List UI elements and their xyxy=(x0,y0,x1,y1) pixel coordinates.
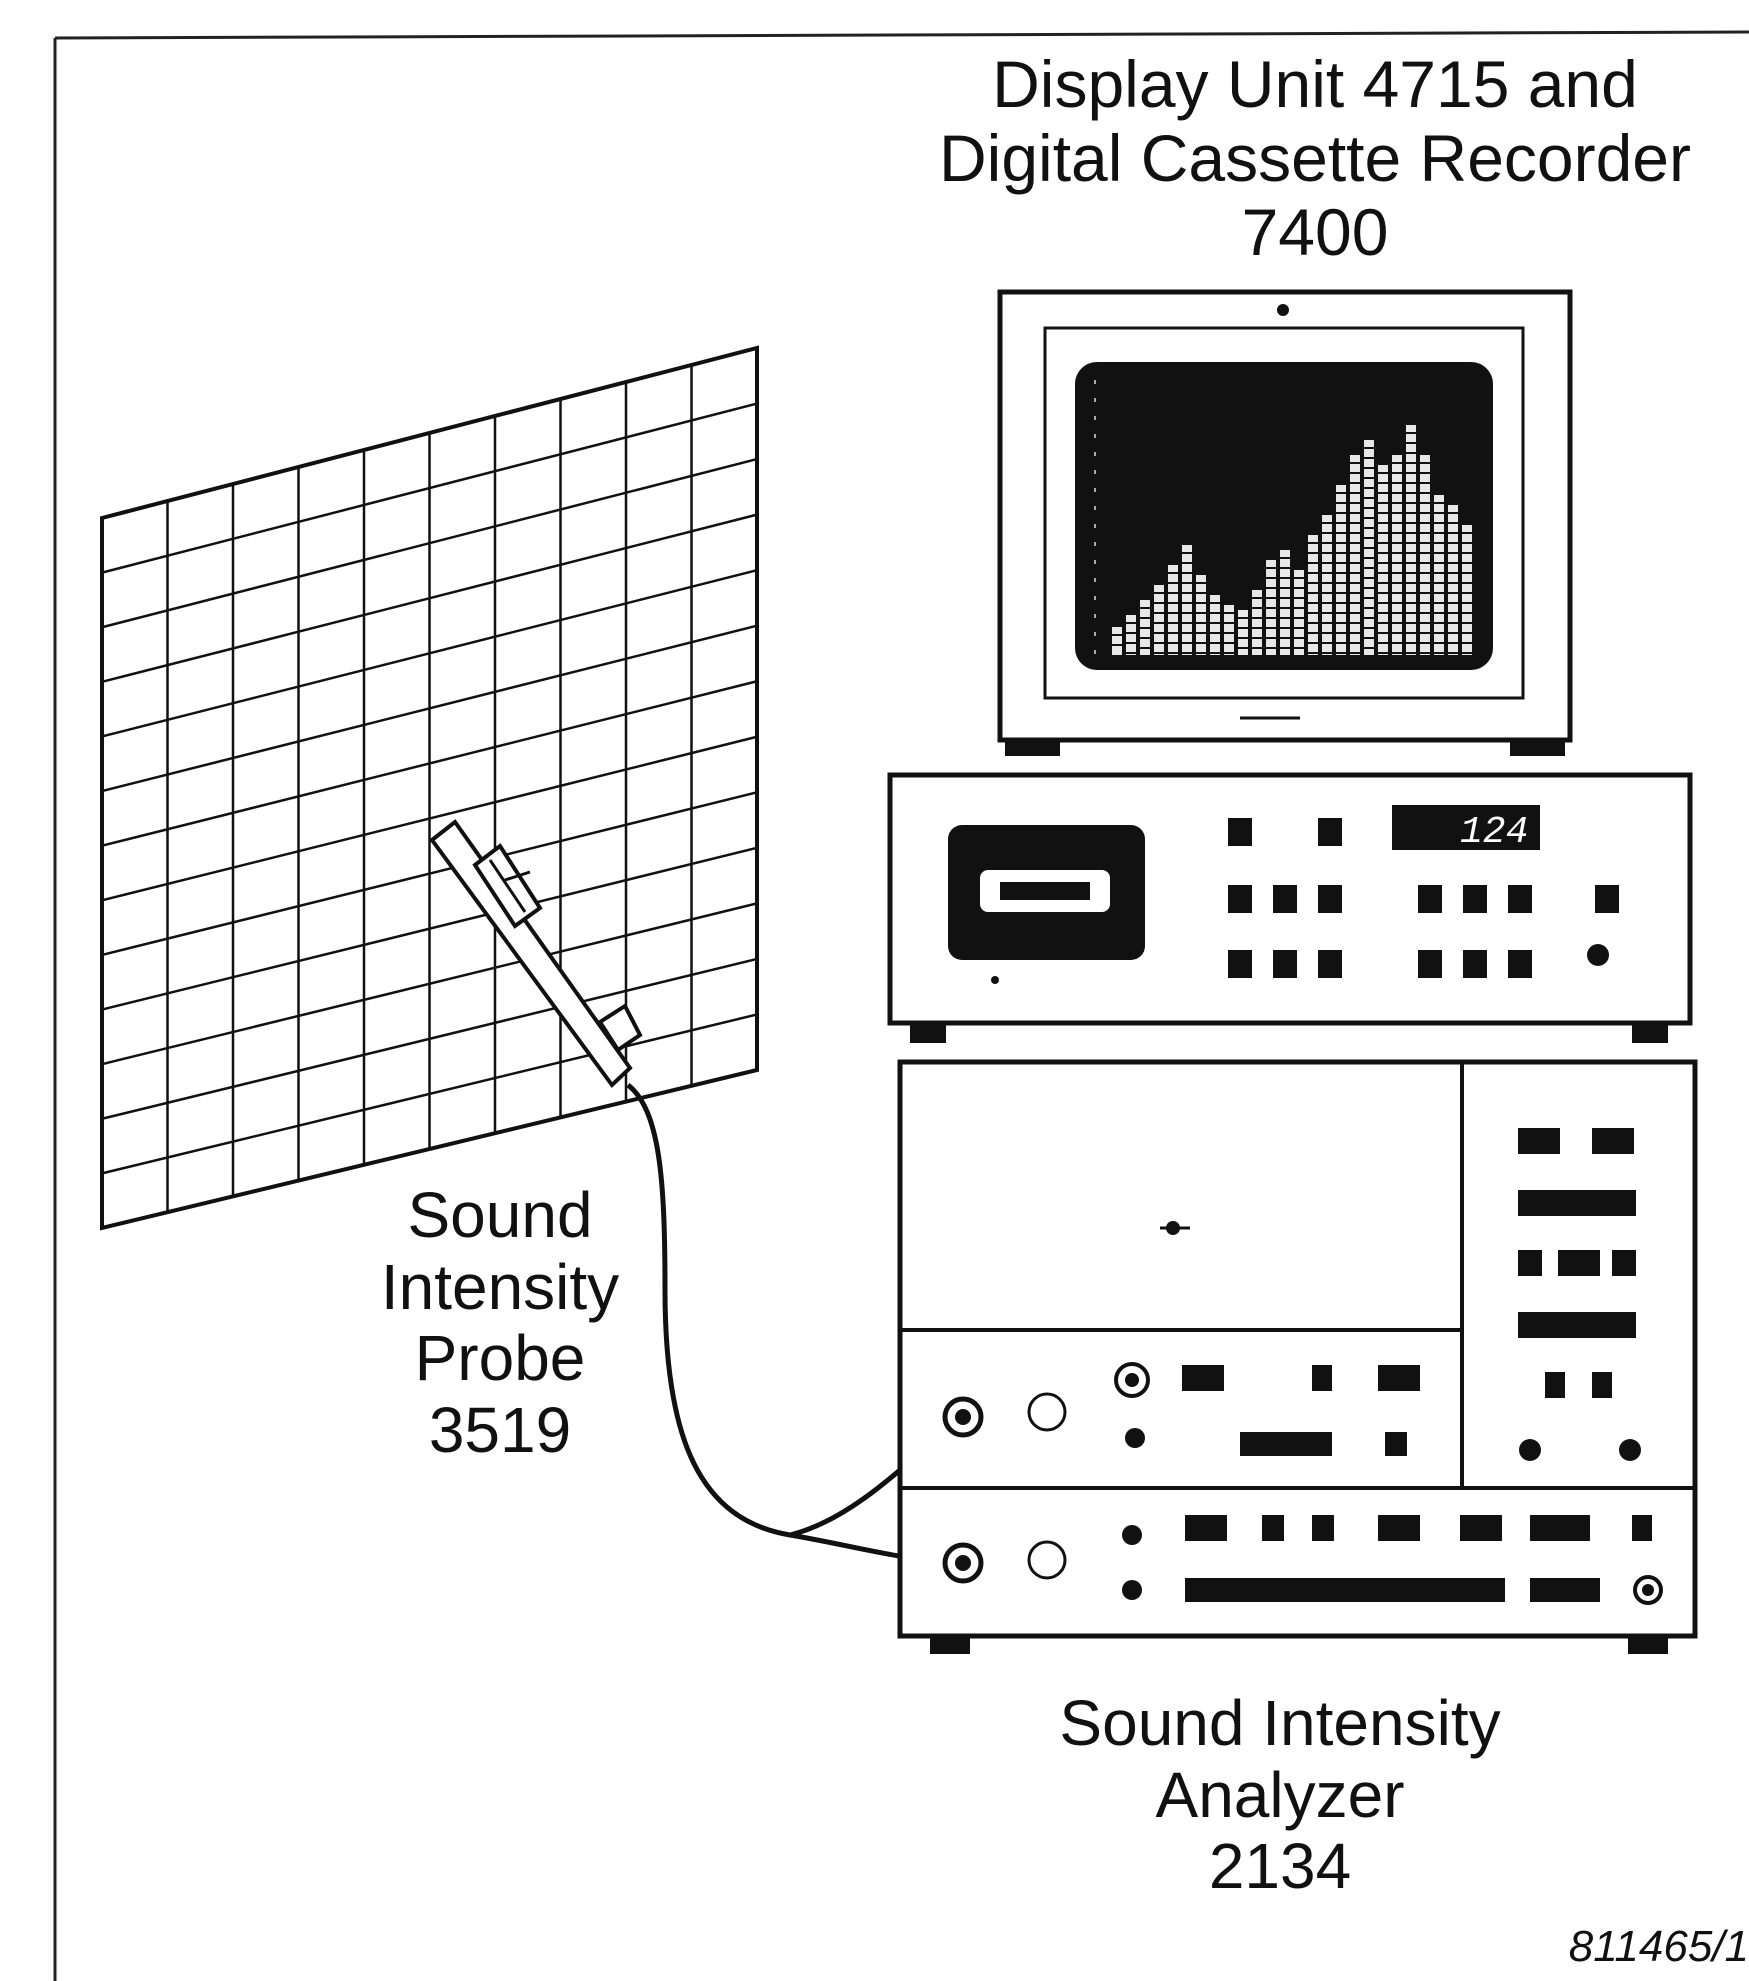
probe-label-line-4: 3519 xyxy=(428,1394,572,1467)
recorder-counter: 124 xyxy=(1460,811,1528,854)
analyzer-label-line-3: 2134 xyxy=(1208,1830,1352,1903)
probe-cable xyxy=(626,1083,961,1566)
figure-frame xyxy=(53,30,1749,1981)
display-unit-label: Display Unit 4715 and Digital Cassette R… xyxy=(905,47,1725,270)
display-unit-4715 xyxy=(997,289,1573,756)
analyzer-label-line-2: Analyzer xyxy=(1155,1758,1405,1831)
analyzer-keys xyxy=(1182,1128,1652,1602)
probe-label-line-1: Sound xyxy=(407,1179,593,1251)
analyzer-label: Sound Intensity Analyzer 2134 xyxy=(960,1687,1600,1903)
display-unit-label-line-1: Display Unit 4715 and xyxy=(992,47,1638,121)
recorder-buttons xyxy=(1228,818,1619,978)
analyzer-label-line-1: Sound Intensity xyxy=(1059,1687,1501,1759)
measurement-grid xyxy=(100,345,759,1231)
spectrum-display xyxy=(1094,380,1472,655)
display-unit-label-line-2: Digital Cassette Recorder xyxy=(939,120,1691,195)
display-unit-label-line-3: 7400 xyxy=(1241,194,1389,269)
probe-label-line-3: Probe xyxy=(414,1322,586,1395)
figure-number: 811465/1 xyxy=(1568,1922,1749,1971)
sound-intensity-probe xyxy=(429,819,643,1089)
cassette-recorder-7400: 124 xyxy=(887,772,1693,1043)
probe-label-line-2: Intensity xyxy=(380,1250,620,1323)
sound-intensity-analyzer-2134 xyxy=(897,1059,1698,1654)
probe-label: Sound Intensity Probe 3519 xyxy=(340,1179,660,1467)
